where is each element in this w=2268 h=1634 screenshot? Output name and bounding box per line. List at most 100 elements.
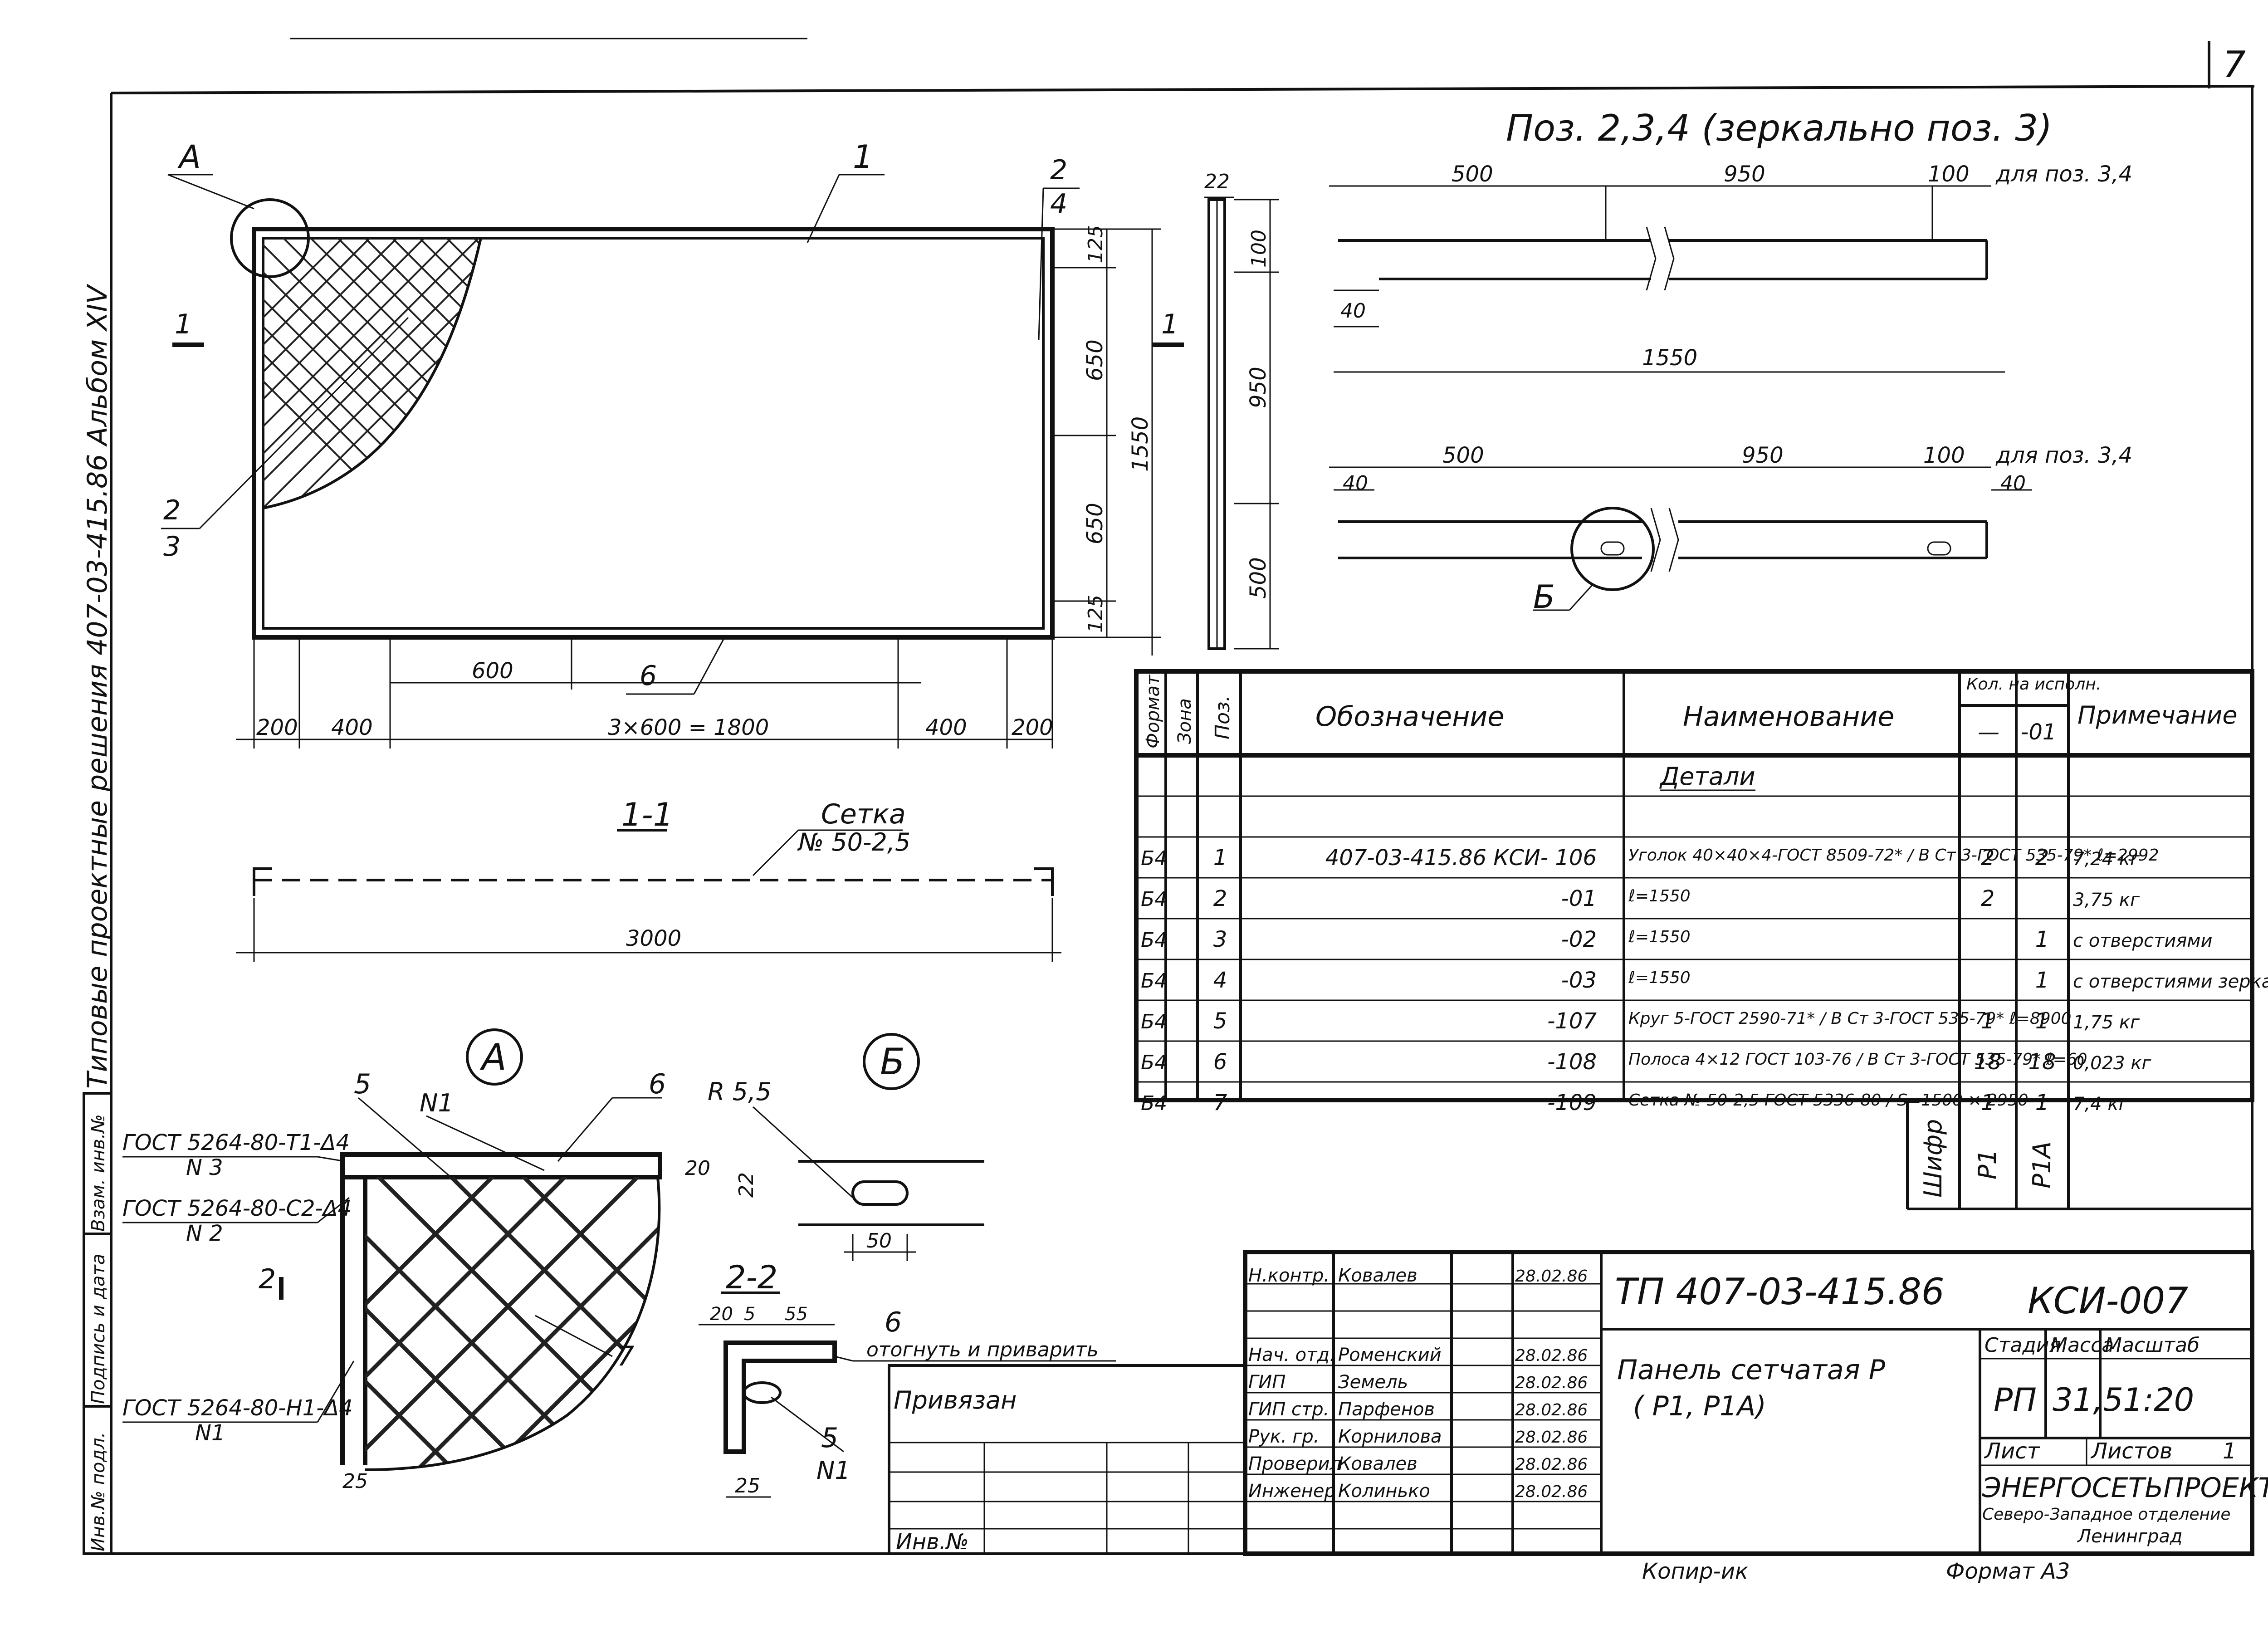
section11-title: 1-1 [621,796,673,833]
detail-a-n1: N1 [420,1089,454,1117]
product-name: Панель сетчатая Р [1617,1354,1886,1386]
spec-cell-qty-a: 2 [1981,886,1995,911]
section-mark-left: 1 [175,308,192,340]
stage-label: Стадия [1984,1334,2061,1357]
section22-p5: 5 [821,1422,838,1454]
spec-cell-qty-b: 1 [2035,968,2049,993]
pos2-label: 2 [1050,154,1067,186]
detail-a-d25: 25 [342,1470,368,1493]
top-note: для поз. 3,4 [1995,161,2132,187]
spec-cell-qty-a: 18 [1974,1049,2001,1075]
dim-1550: 1550 [1642,345,1697,371]
section-2-2: 2-2 20 5 55 6 отогнуть и приварить 5 N1 … [699,1259,1116,1498]
cipher-b: Р1А [2028,1141,2056,1189]
detail-b-title: Б [880,1041,905,1083]
spec-table: Формат Зона Поз. Обозначение Наименовани… [1134,669,2254,1210]
callout-a-label: А [177,138,201,176]
tb-role: Рук. гр. [1248,1426,1320,1447]
th-qty-b: -01 [2021,719,2056,745]
top-dim-950: 950 [1724,161,1765,187]
sheet-label: Лист [1984,1438,2041,1464]
th-qty: Кол. на исполн. [1966,675,2101,694]
inv-label: Инв.№ [896,1529,969,1555]
th-qty-a: — [1978,719,1999,745]
section22-d25: 25 [735,1474,760,1497]
side-dim-950: 950 [1246,367,1271,408]
dim-600: 600 [472,658,513,684]
th-note: Примечание [2077,701,2238,729]
detail-pos234: Поз. 2,3,4 (зеркально поз. 3) 500 950 10… [1329,107,2132,616]
th-designation: Обозначение [1315,701,1504,733]
spec-cell-pos: 2 [1213,886,1227,911]
mesh-label: Сетка [821,798,906,830]
spec-cell-format: Б4 [1141,888,1167,911]
sheets-label: Листов [2090,1438,2172,1464]
dim-right-650b: 650 [1082,503,1108,544]
tb-date: 28.02.86 [1515,1428,1588,1447]
mass-label: Масса [2050,1334,2114,1357]
spec-cell-designation: -108 [1547,1049,1597,1075]
scale-value: 1:20 [2123,1381,2194,1419]
spec-cell-designation: -03 [1561,968,1597,993]
spec-cell-name: Полоса 4×12 ГОСТ 103-76 / В Ст 3-ГОСТ 53… [1628,1050,2087,1069]
mass-value: 31,5 [2053,1381,2123,1419]
spec-cell-pos: 4 [1213,968,1227,993]
tb-role: ГИП стр. [1248,1399,1329,1420]
bot-dim-40a: 40 [1343,472,1368,495]
tb-date: 28.02.86 [1515,1374,1588,1392]
tb-date: 28.02.86 [1515,1346,1588,1365]
section22-title: 2-2 [726,1259,777,1296]
dim-bottom-1800: 3×600 = 1800 [608,715,769,740]
detail-a-sec2: 2 [259,1263,276,1295]
section22-d5: 5 [744,1304,755,1325]
spec-cell-note: с отверстиями зеркально поз.3 [2073,971,2268,992]
detail-a-pos7: 7 [617,1340,634,1372]
spec-cell-pos: 5 [1213,1008,1227,1034]
section11-dim-3000: 3000 [626,926,681,951]
bot-dim-40b: 40 [2000,472,2026,495]
spec-cell-pos: 1 [1213,845,1227,871]
pos1-label: 1 [853,138,873,176]
dim-bottom-400b: 400 [925,715,967,740]
section22-n1: N1 [816,1456,850,1485]
gost-c2-n: N 2 [186,1221,223,1246]
panel-main-view: А 1 2 4 2 3 6 1 1 600 200 400 [161,138,1184,749]
tb-date: 28.02.86 [1515,1267,1588,1286]
tb-role: Н.контр. [1248,1265,1330,1286]
spec-cell-format: Б4 [1141,929,1167,952]
detail-a-mesh [365,1177,660,1470]
cipher-a: Р1 [1973,1149,2002,1179]
dim-bottom-200b: 200 [1012,715,1053,740]
spec-cell-pos: 3 [1213,927,1227,952]
spec-cell-name: Уголок 40×40×4-ГОСТ 8509-72* / В Ст 3-ГО… [1628,846,2159,865]
section22-d20: 20 [710,1304,733,1325]
copied-label: Копир-ик [1642,1559,1748,1584]
detail-a-pos5: 5 [354,1068,371,1100]
cipher-label: Шифр [1919,1119,1947,1198]
org-sub: Северо-Западное отделение [1982,1505,2231,1524]
tb-role: Проверил [1248,1453,1341,1474]
section-1-1: 1-1 Сетка № 50-2,5 3000 [236,796,1061,962]
org-name: ЭНЕРГОСЕТЬПРОЕКТ [1982,1472,2268,1504]
tb-role: Инженер [1248,1481,1336,1502]
side-dim-22: 22 [1204,170,1230,193]
panel-side-view: 22 100 950 500 [1204,170,1279,650]
gost-c2: ГОСТ 5264-80-С2-Δ4 [122,1196,352,1221]
pos6-label: 6 [640,660,657,692]
spec-cell-format: Б4 [1141,969,1167,993]
spec-cell-qty-b: 1 [2035,1008,2049,1034]
section-details: Детали [1659,762,1755,791]
spec-cell-qty-b: 2 [2035,845,2049,871]
top-dim-500: 500 [1452,161,1493,187]
dim-right-125b: 125 [1084,595,1107,633]
spec-cell-format: Б4 [1141,1092,1167,1115]
spec-cell-format: Б4 [1141,1010,1167,1033]
dim-40-top: 40 [1340,299,1366,323]
mesh-number: № 50-2,5 [797,828,910,856]
spec-cell-name: Круг 5-ГОСТ 2590-71* / В Ст 3-ГОСТ 535-7… [1628,1009,2072,1028]
pos3-label: 3 [163,531,181,563]
tb-date: 28.02.86 [1515,1455,1588,1474]
spec-cell-note: 7,24 кг [2073,849,2140,870]
